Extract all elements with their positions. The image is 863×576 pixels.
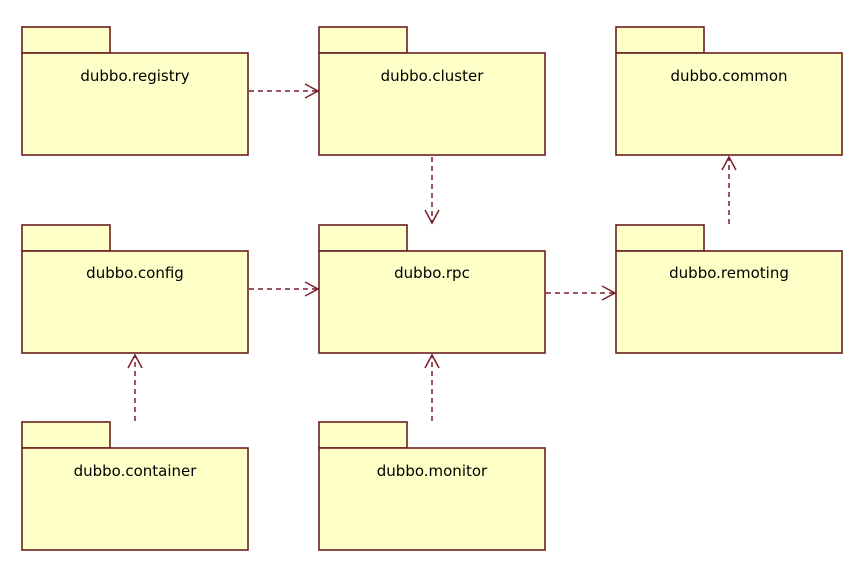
- dependency-container-to-config: [127, 353, 143, 421]
- package-body: [318, 250, 546, 354]
- arrowhead-icon: [424, 209, 440, 225]
- arrowhead-icon: [304, 83, 320, 99]
- dependency-registry-to-cluster: [249, 83, 320, 99]
- package-body: [21, 52, 249, 156]
- dependency-remoting-to-common: [721, 155, 737, 224]
- arrowhead-icon: [601, 285, 617, 301]
- package-body: [21, 447, 249, 551]
- package-label: dubbo.container: [74, 462, 198, 480]
- package-dubbo-monitor: dubbo.monitor: [318, 421, 546, 551]
- package-body: [318, 447, 546, 551]
- arrowhead-icon: [304, 281, 320, 297]
- package-dubbo-container: dubbo.container: [21, 421, 249, 551]
- dependency-rpc-to-remoting: [546, 285, 617, 301]
- package-tab: [21, 224, 111, 252]
- package-body: [615, 52, 843, 156]
- package-tab: [615, 26, 705, 54]
- package-tab: [318, 26, 408, 54]
- package-dubbo-common: dubbo.common: [615, 26, 843, 156]
- package-label: dubbo.rpc: [394, 264, 470, 282]
- package-label: dubbo.cluster: [381, 67, 485, 85]
- package-dubbo-rpc: dubbo.rpc: [318, 224, 546, 354]
- package-tab: [615, 224, 705, 252]
- package-label: dubbo.config: [86, 264, 184, 282]
- package-dubbo-config: dubbo.config: [21, 224, 249, 354]
- package-label: dubbo.remoting: [669, 264, 789, 282]
- package-label: dubbo.registry: [80, 67, 189, 85]
- package-dubbo-remoting: dubbo.remoting: [615, 224, 843, 354]
- package-label: dubbo.monitor: [377, 462, 488, 480]
- package-tab: [21, 26, 111, 54]
- arrowhead-icon: [127, 353, 143, 369]
- dependency-config-to-rpc: [249, 281, 320, 297]
- dependency-cluster-to-rpc: [424, 157, 440, 225]
- package-body: [318, 52, 546, 156]
- package-tab: [318, 421, 408, 449]
- package-tab: [318, 224, 408, 252]
- package-dubbo-registry: dubbo.registry: [21, 26, 249, 156]
- package-body: [615, 250, 843, 354]
- package-body: [21, 250, 249, 354]
- dependency-monitor-to-rpc: [424, 353, 440, 421]
- arrowhead-icon: [721, 155, 737, 171]
- arrowhead-icon: [424, 353, 440, 369]
- package-tab: [21, 421, 111, 449]
- package-dubbo-cluster: dubbo.cluster: [318, 26, 546, 156]
- package-label: dubbo.common: [670, 67, 787, 85]
